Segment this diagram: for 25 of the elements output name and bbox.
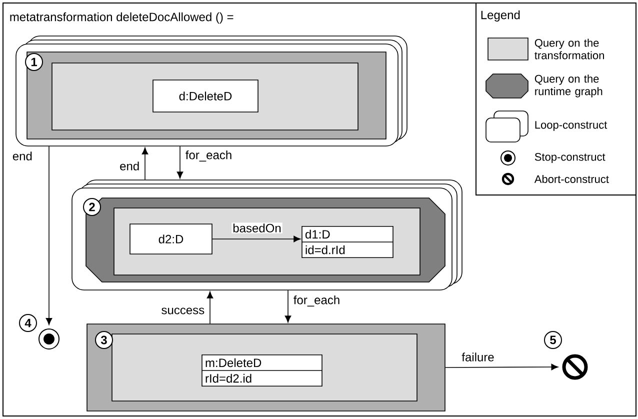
step-number: 5 [544, 330, 562, 349]
legend-text: Query on the transformation [534, 38, 604, 60]
legend-text: Query on the runtime graph [534, 74, 602, 98]
edge-label: for_each [184, 149, 234, 163]
arrow [206, 291, 214, 324]
arrow [445, 364, 558, 370]
legend-title: Legend [481, 10, 520, 22]
edge-label: end [11, 150, 34, 162]
stop-symbol [38, 328, 60, 350]
step-number: 3 [95, 330, 113, 349]
edge-label: end [118, 160, 141, 172]
arrow [142, 147, 148, 180]
legend-text: Abort-construct [534, 174, 609, 184]
legend-text: Stop-construct [534, 153, 606, 163]
edge-label: failure [460, 352, 496, 362]
step-number: 4 [19, 314, 37, 332]
arrow [176, 146, 184, 179]
abort-symbol [562, 354, 588, 380]
edge-label: for_each [292, 294, 342, 308]
object-box: m:DeleteD rId=d2.id [202, 354, 322, 386]
title: metatransformation deleteDocAllowed () = [10, 12, 234, 24]
edge-label: success [160, 306, 206, 316]
legend-text: Loop-construct [535, 121, 608, 131]
arrow [46, 146, 52, 325]
arrow [284, 290, 292, 323]
